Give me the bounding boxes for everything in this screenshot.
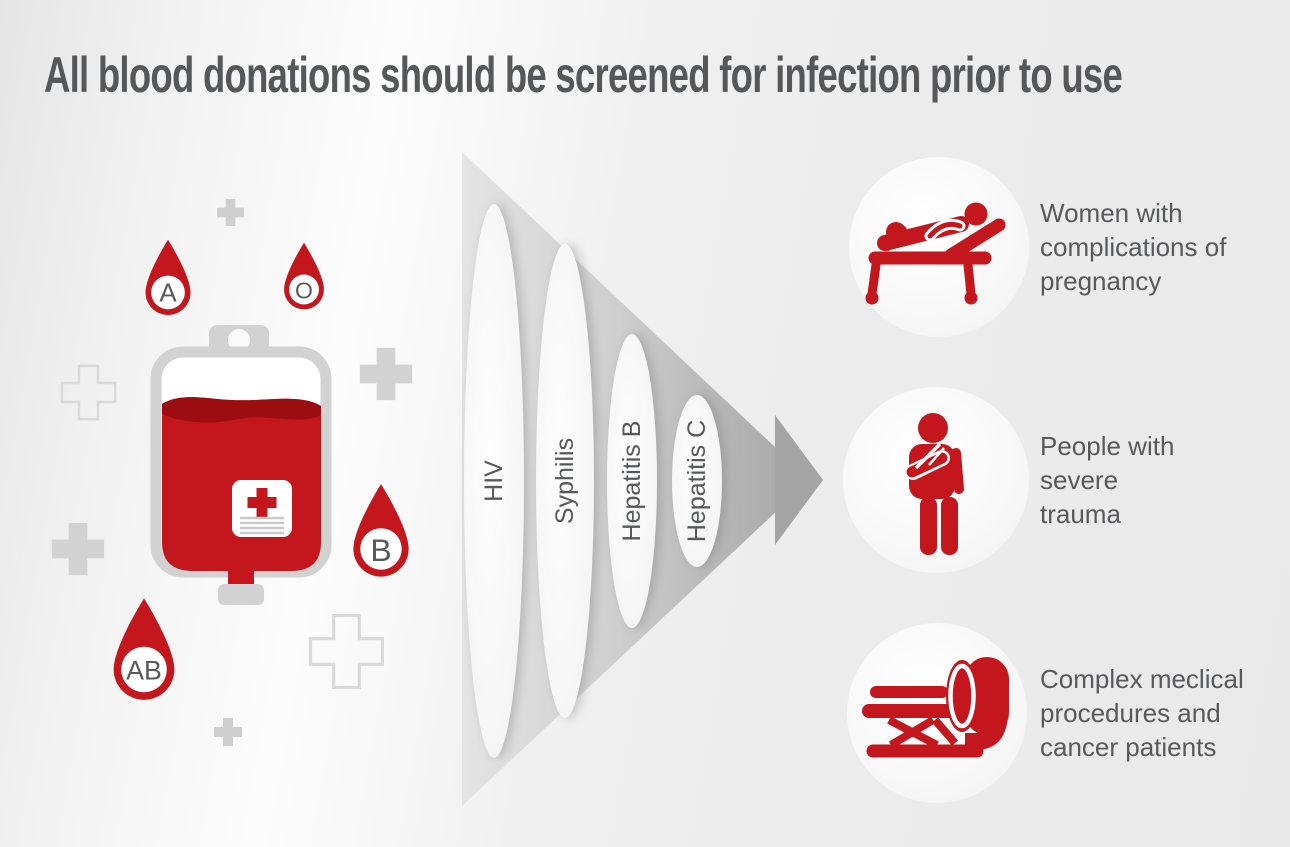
blood-type-letter: O bbox=[295, 277, 313, 303]
stage-ellipse-hiv bbox=[464, 204, 524, 758]
stage-ellipse-hepatitis-b bbox=[607, 334, 657, 628]
blood-type-letter: B bbox=[370, 532, 391, 568]
cross-decoration-icon bbox=[214, 718, 242, 746]
stage-label-syphilis: Syphilis bbox=[551, 438, 579, 524]
stage-label-hiv: HIV bbox=[480, 460, 508, 502]
screening-funnel: HIV Syphilis Hepatitis B Hepatitis C bbox=[462, 152, 823, 806]
recipient-line: trauma bbox=[1040, 499, 1121, 529]
recipient-line: Complex meclical bbox=[1040, 664, 1244, 694]
blood-type-drop-b: B bbox=[353, 484, 409, 577]
recipient-line: cancer patients bbox=[1040, 732, 1217, 762]
recipient-line: pregnancy bbox=[1040, 266, 1162, 296]
blood-type-letter: A bbox=[159, 279, 177, 307]
recipient-circle-pregnancy bbox=[849, 157, 1029, 337]
cross-decoration-icon bbox=[359, 347, 413, 401]
recipient-text-medical-procedures: Complex meclical procedures and cancer p… bbox=[1040, 662, 1244, 764]
stage-label-hepatitis-c: Hepatitis C bbox=[683, 420, 711, 542]
recipient-text-pregnancy: Women with complications of pregnancy bbox=[1040, 196, 1226, 298]
bag-hanger-hole bbox=[228, 329, 250, 351]
bag-label-lines bbox=[240, 516, 284, 535]
recipient-line: procedures and bbox=[1040, 698, 1221, 728]
blood-type-letter: AB bbox=[126, 656, 162, 686]
funnel-arrow-icon bbox=[775, 415, 823, 545]
stage-label-hepatitis-b: Hepatitis B bbox=[618, 421, 646, 542]
page-title: All blood donations should be screened f… bbox=[44, 47, 1123, 103]
recipient-circle-medical-procedures bbox=[847, 623, 1027, 803]
blood-bag-icon bbox=[150, 325, 332, 605]
stage-ellipse-syphilis bbox=[536, 244, 594, 718]
bag-label-cross-icon bbox=[247, 488, 277, 517]
bag-blood-wave bbox=[162, 397, 321, 423]
stage-ellipse-hepatitis-c bbox=[672, 395, 722, 567]
blood-type-drop-ab: AB bbox=[113, 598, 175, 700]
cross-outline-decoration-icon bbox=[60, 364, 117, 421]
cross-outline-decoration-icon bbox=[309, 614, 384, 689]
recipient-line: severe bbox=[1040, 465, 1119, 495]
cross-decoration-icon bbox=[216, 198, 245, 227]
recipient-text-trauma: People with severe trauma bbox=[1040, 429, 1174, 531]
recipient-line: complications of bbox=[1040, 232, 1227, 262]
cross-decoration-icon bbox=[51, 522, 105, 576]
bag-tube-port bbox=[218, 584, 264, 605]
arm-sling-patient-icon bbox=[905, 413, 964, 555]
pregnancy-patient-icon bbox=[865, 202, 1006, 305]
recipient-circle-trauma bbox=[843, 387, 1029, 573]
blood-type-drop-a: A bbox=[145, 239, 191, 315]
recipient-line: People with bbox=[1040, 431, 1175, 461]
recipient-line: Women with bbox=[1040, 198, 1183, 228]
mri-scanner-icon bbox=[862, 657, 1009, 758]
blood-type-drop-o: O bbox=[284, 242, 324, 310]
